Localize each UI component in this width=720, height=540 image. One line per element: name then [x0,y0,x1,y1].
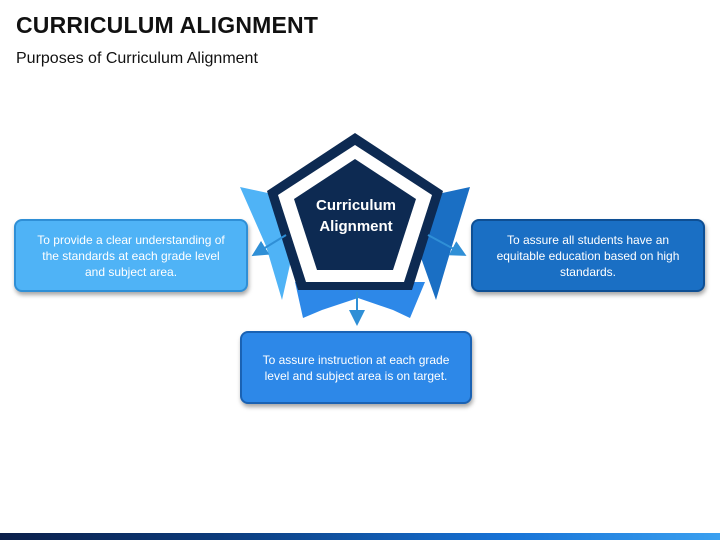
slide-title: CURRICULUM ALIGNMENT [16,12,319,38]
slide-subtitle: Purposes of Curriculum Alignment [16,50,258,67]
purpose-text-right: To assure all students have an equitable… [496,232,680,279]
purpose-box-bottom: To assure instruction at each grade leve… [240,331,472,404]
purpose-text-bottom: To assure instruction at each grade leve… [262,352,450,383]
arrow-to-right-box [427,234,467,256]
bottom-ribbon-fin [295,282,425,318]
center-label: Curriculum Alignment [296,195,416,237]
purpose-box-left: To provide a clear understanding of the … [14,219,248,292]
arrow-to-left-box [251,234,287,257]
center-label-line2: Alignment [319,218,393,235]
footer-gradient-bar [0,533,720,540]
purpose-box-right: To assure all students have an equitable… [471,219,705,292]
center-label-line1: Curriculum [315,197,396,214]
purpose-text-left: To provide a clear understanding of the … [37,232,225,279]
pentagon-inner [294,159,416,270]
